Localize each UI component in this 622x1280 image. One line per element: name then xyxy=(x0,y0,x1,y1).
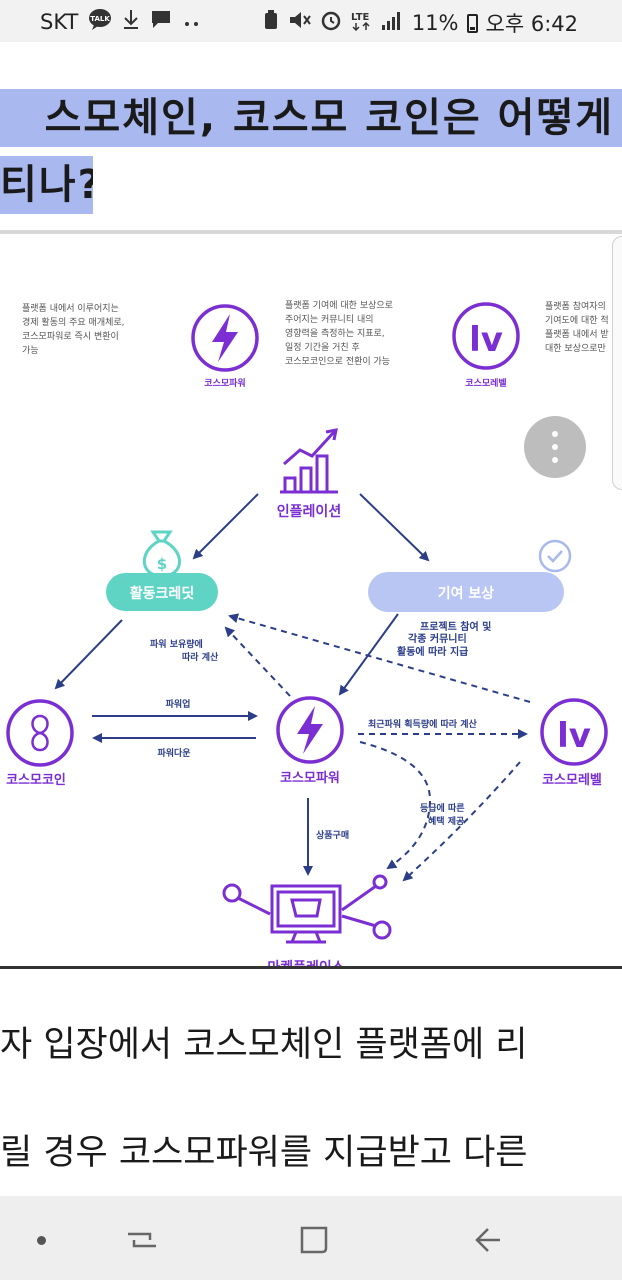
svg-text:TALK: TALK xyxy=(91,15,111,23)
svg-text:활동에 따라 지급: 활동에 따라 지급 xyxy=(397,645,468,658)
contribution-reward-pill xyxy=(368,572,564,612)
cosmo-level-icon: lv xyxy=(540,698,608,766)
inflation-chart-icon xyxy=(280,428,338,494)
home-button[interactable] xyxy=(294,1220,334,1260)
side-panel-handle[interactable] xyxy=(612,236,622,490)
contribution-reward-label: 기여 보상 xyxy=(438,585,495,602)
article-body-line2: 릴 경우 코스모파워를 지급받고 다른 xyxy=(0,1133,528,1173)
svg-text:경제 활동의 주요 매개체로,: 경제 활동의 주요 매개체로, xyxy=(22,316,125,328)
message-icon xyxy=(150,8,172,36)
more-dot-icon xyxy=(552,431,558,437)
top-label-power: 코스모파워 xyxy=(204,377,245,389)
svg-text:LTE: LTE xyxy=(351,12,370,23)
svg-text:프로젝트 참여 및: 프로젝트 참여 및 xyxy=(420,620,491,633)
recycle-icon xyxy=(262,9,280,37)
svg-text:등급에 따른: 등급에 따른 xyxy=(420,802,465,814)
grade-benefit-note: 등급에 따른 혜택 제공 xyxy=(420,802,465,827)
badge-icon xyxy=(538,539,572,573)
svg-text:주어지는 커뮤니티 내의: 주어지는 커뮤니티 내의 xyxy=(285,314,374,325)
svg-text:코스모코인으로 전환이 가능: 코스모코인으로 전환이 가능 xyxy=(285,355,390,367)
recent-power-label: 최근파워 획득량에 따라 계산 xyxy=(368,718,477,730)
marketplace-label: 마켓플레이스 xyxy=(267,959,344,968)
cosmo-coin-icon xyxy=(6,699,74,767)
cosmochain-diagram[interactable]: 플랫폼 내에서 이루어지는 경제 활동의 주요 매개체로, 코스모파워로 즉시 … xyxy=(0,234,622,968)
svg-text:각종 커뮤니티: 각종 커뮤니티 xyxy=(408,632,467,645)
svg-text:코스모파워로 즉시 변환이: 코스모파워로 즉시 변환이 xyxy=(22,330,119,342)
cosmo-power-label: 코스모파워 xyxy=(280,771,340,786)
svg-text:영향력을 측정하는 지표로,: 영향력을 측정하는 지표로, xyxy=(285,327,385,339)
svg-text:일정 기간을 거친 후: 일정 기간을 거친 후 xyxy=(285,342,360,353)
top-power-icon xyxy=(191,304,259,372)
alarm-icon xyxy=(320,9,342,37)
download-icon xyxy=(122,8,140,36)
carrier-label: SKT xyxy=(40,10,79,34)
article-heading-line1: 스모체인, 코스모 코인은 어떻게 xyxy=(0,89,622,147)
top-desc-left: 플랫폼 내에서 이루어지는 경제 활동의 주요 매개체로, 코스모파워로 즉시 … xyxy=(22,303,125,356)
top-level-icon: lv xyxy=(452,302,520,370)
more-dot-icon xyxy=(552,457,558,463)
marketplace-icon xyxy=(222,874,392,944)
credit-note: 파워 보유량에 따라 계산 xyxy=(150,638,219,663)
battery-icon xyxy=(466,13,478,33)
status-right: LTE 11% 오후 6:42 xyxy=(262,8,578,38)
home-icon xyxy=(300,1226,328,1254)
power-up-label: 파워업 xyxy=(166,698,191,710)
activity-credit-label: 활동크레딧 xyxy=(130,585,195,602)
top-desc-mid: 플랫폼 기여에 대한 보상으로 주어지는 커뮤니티 내의 영향력을 측정하는 지… xyxy=(285,299,393,367)
navigation-bar xyxy=(0,1196,622,1280)
reward-note: 프로젝트 참여 및 각종 커뮤니티 활동에 따라 지급 xyxy=(397,620,491,658)
svg-text:lv: lv xyxy=(469,320,503,360)
svg-text:혜택 제공: 혜택 제공 xyxy=(428,815,464,827)
more-options-button[interactable] xyxy=(524,416,586,478)
svg-text:lv: lv xyxy=(557,716,591,756)
svg-text:대한 보상으로만: 대한 보상으로만 xyxy=(545,343,606,354)
svg-text:파워 보유량에: 파워 보유량에 xyxy=(150,638,203,650)
svg-text:플랫폼 내에서 받: 플랫폼 내에서 받 xyxy=(545,329,609,340)
back-button[interactable] xyxy=(470,1220,510,1260)
mute-icon xyxy=(288,9,312,37)
nav-indicator-dot xyxy=(37,1236,46,1245)
article-body-line1: 자 입장에서 코스모체인 플랫폼에 리 xyxy=(0,1025,528,1065)
diagram-border xyxy=(0,966,622,969)
dollar-sign-icon: $ xyxy=(157,555,167,573)
power-down-label: 파워다운 xyxy=(157,747,190,759)
lte-icon: LTE xyxy=(350,9,372,37)
status-left: SKT TALK xyxy=(40,8,202,36)
top-desc-right: 플랫폼 참여자의 기여도에 대한 적 플랫폼 내에서 받 대한 보상으로만 xyxy=(545,300,609,354)
talk-icon: TALK xyxy=(88,8,112,36)
svg-text:가능: 가능 xyxy=(22,345,39,356)
status-time: 오후 6:42 xyxy=(485,12,578,36)
status-bar: SKT TALK LTE 11% 오후 6:42 xyxy=(0,0,622,42)
recent-apps-icon xyxy=(128,1232,156,1248)
cosmo-coin-label: 코스모코인 xyxy=(6,772,66,788)
signal-icon xyxy=(380,9,404,37)
activity-credit-pill xyxy=(106,573,218,611)
top-label-level: 코스모레벨 xyxy=(465,377,506,389)
svg-text:플랫폼 내에서 이루어지는: 플랫폼 내에서 이루어지는 xyxy=(22,303,119,314)
svg-text:따라 계산: 따라 계산 xyxy=(182,651,219,663)
battery-percent: 11% xyxy=(411,11,459,35)
divider xyxy=(0,230,622,234)
more-dots-icon xyxy=(182,10,202,34)
more-dot-icon xyxy=(552,444,558,450)
cosmo-power-icon xyxy=(276,696,344,764)
article-heading-line2: 티나? xyxy=(0,156,93,214)
inflation-label: 인플레이션 xyxy=(277,503,341,520)
svg-text:플랫폼 참여자의: 플랫폼 참여자의 xyxy=(545,300,606,312)
back-icon xyxy=(475,1228,500,1252)
svg-text:플랫폼 기여에 대한 보상으로: 플랫폼 기여에 대한 보상으로 xyxy=(285,299,393,311)
cosmo-level-label: 코스모레벨 xyxy=(542,773,602,788)
purchase-label: 상품구매 xyxy=(316,829,349,841)
recent-apps-button[interactable] xyxy=(122,1220,162,1260)
svg-text:기여도에 대한 적: 기여도에 대한 적 xyxy=(545,314,609,326)
